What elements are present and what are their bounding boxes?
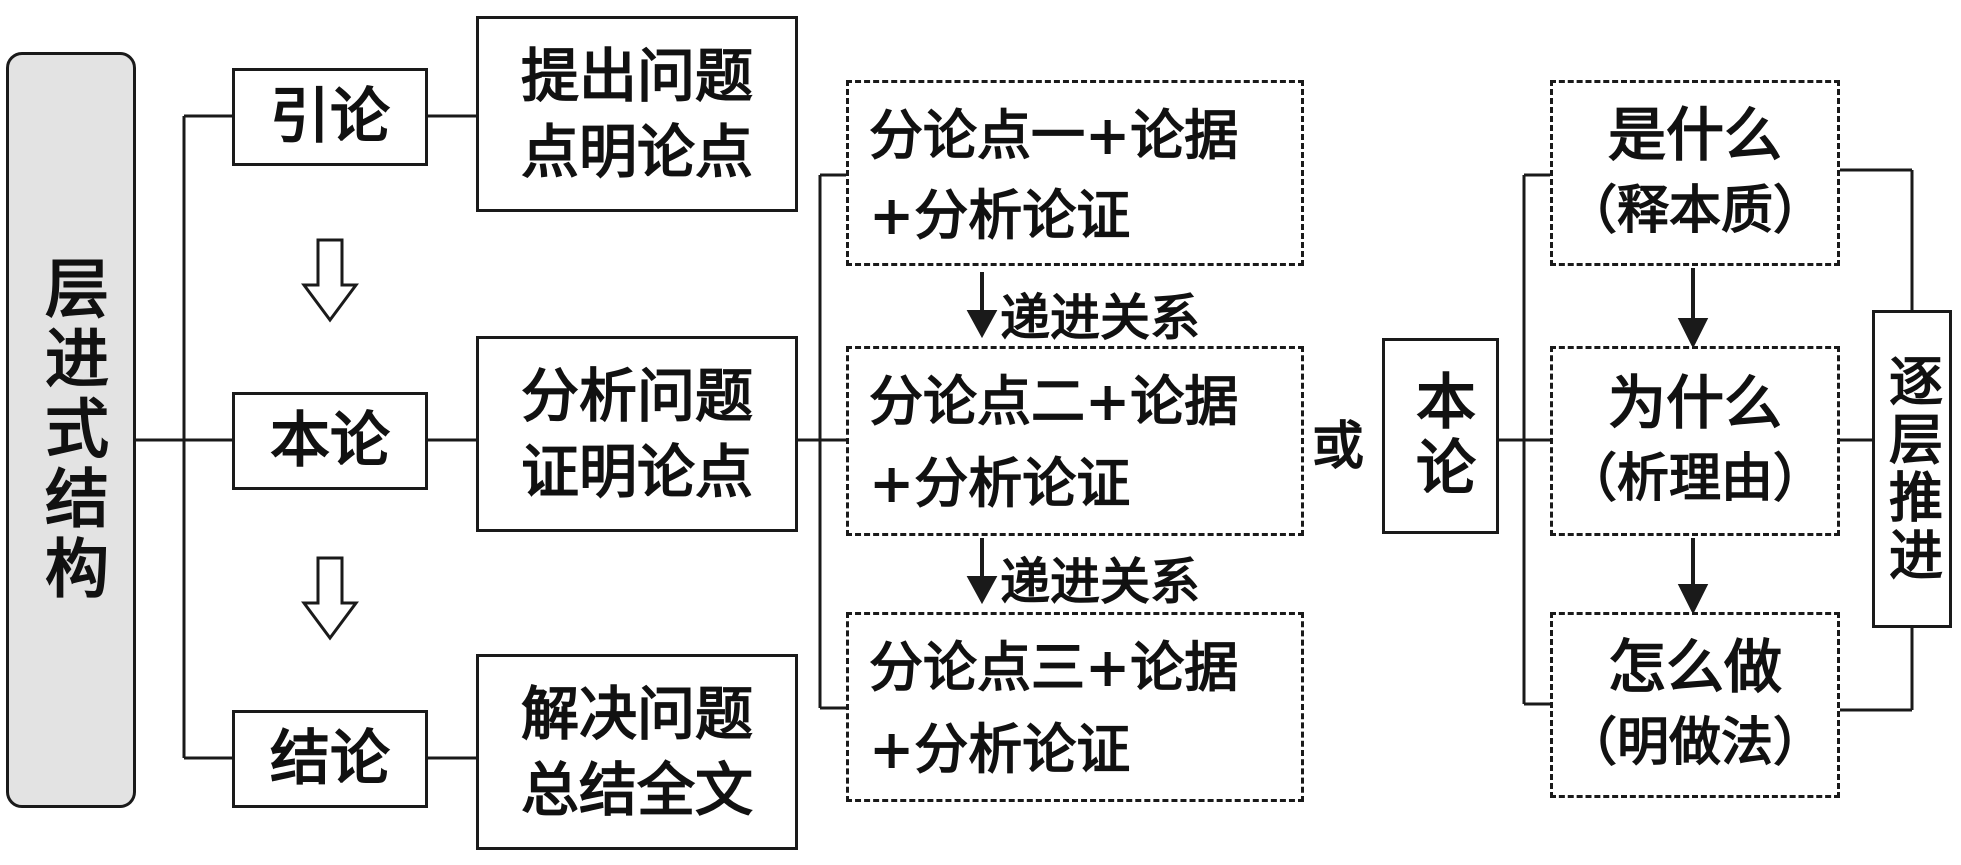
desc-line: 点明论点 [520, 118, 753, 186]
question-text: 为什么 [1607, 369, 1782, 437]
sub-point-line: 分论点一+论据 [869, 103, 1239, 167]
question-box-how: 怎么做 （明做法） [1550, 612, 1840, 798]
desc-line: 解决问题 [520, 680, 753, 748]
question-text: 怎么做 [1607, 633, 1782, 701]
desc-box-jielun: 解决问题 总结全文 [476, 654, 798, 850]
sub-point-line: +分析论证 [869, 717, 1131, 781]
side-label: 逐层推进 [1879, 353, 1944, 585]
root-title: 层进式结构 [34, 255, 109, 605]
question-note: （析理由） [1564, 448, 1825, 509]
desc-box-yinlun: 提出问题 点明论点 [476, 16, 798, 212]
sub-point-box-2: 分论点二+论据 +分析论证 [846, 346, 1304, 536]
sub-point-line: +分析论证 [869, 451, 1131, 515]
sub-point-box-3: 分论点三+论据 +分析论证 [846, 612, 1304, 802]
desc-line: 提出问题 [520, 42, 753, 110]
question-note: （释本质） [1564, 180, 1825, 241]
section-label: 结论 [270, 724, 390, 794]
benlun-label: 本论 [1405, 370, 1476, 502]
desc-line: 总结全文 [520, 756, 753, 824]
question-text: 是什么 [1607, 101, 1782, 169]
section-label: 本论 [270, 406, 390, 476]
side-label-box: 逐层推进 [1872, 310, 1952, 628]
benlun-box: 本论 [1382, 338, 1499, 534]
down-arrow-icon [301, 238, 359, 323]
or-label: 或 [1312, 416, 1365, 477]
question-note: （明做法） [1564, 712, 1825, 773]
relation-label: 递进关系 [1000, 552, 1200, 611]
sub-point-line: 分论点二+论据 [869, 369, 1239, 433]
desc-box-benlun: 分析问题 证明论点 [476, 336, 798, 532]
relation-label: 递进关系 [1000, 288, 1200, 347]
question-box-why: 为什么 （析理由） [1550, 346, 1840, 536]
down-arrow-icon [301, 556, 359, 641]
root-title-box: 层进式结构 [6, 52, 136, 808]
desc-line: 证明论点 [520, 438, 753, 506]
section-box-jielun: 结论 [232, 710, 428, 808]
desc-line: 分析问题 [520, 362, 753, 430]
section-box-benlun: 本论 [232, 392, 428, 490]
section-label: 引论 [270, 82, 390, 152]
section-box-yinlun: 引论 [232, 68, 428, 166]
sub-point-line: 分论点三+论据 [869, 635, 1239, 699]
sub-point-box-1: 分论点一+论据 +分析论证 [846, 80, 1304, 266]
sub-point-line: +分析论证 [869, 183, 1131, 247]
question-box-what: 是什么 （释本质） [1550, 80, 1840, 266]
